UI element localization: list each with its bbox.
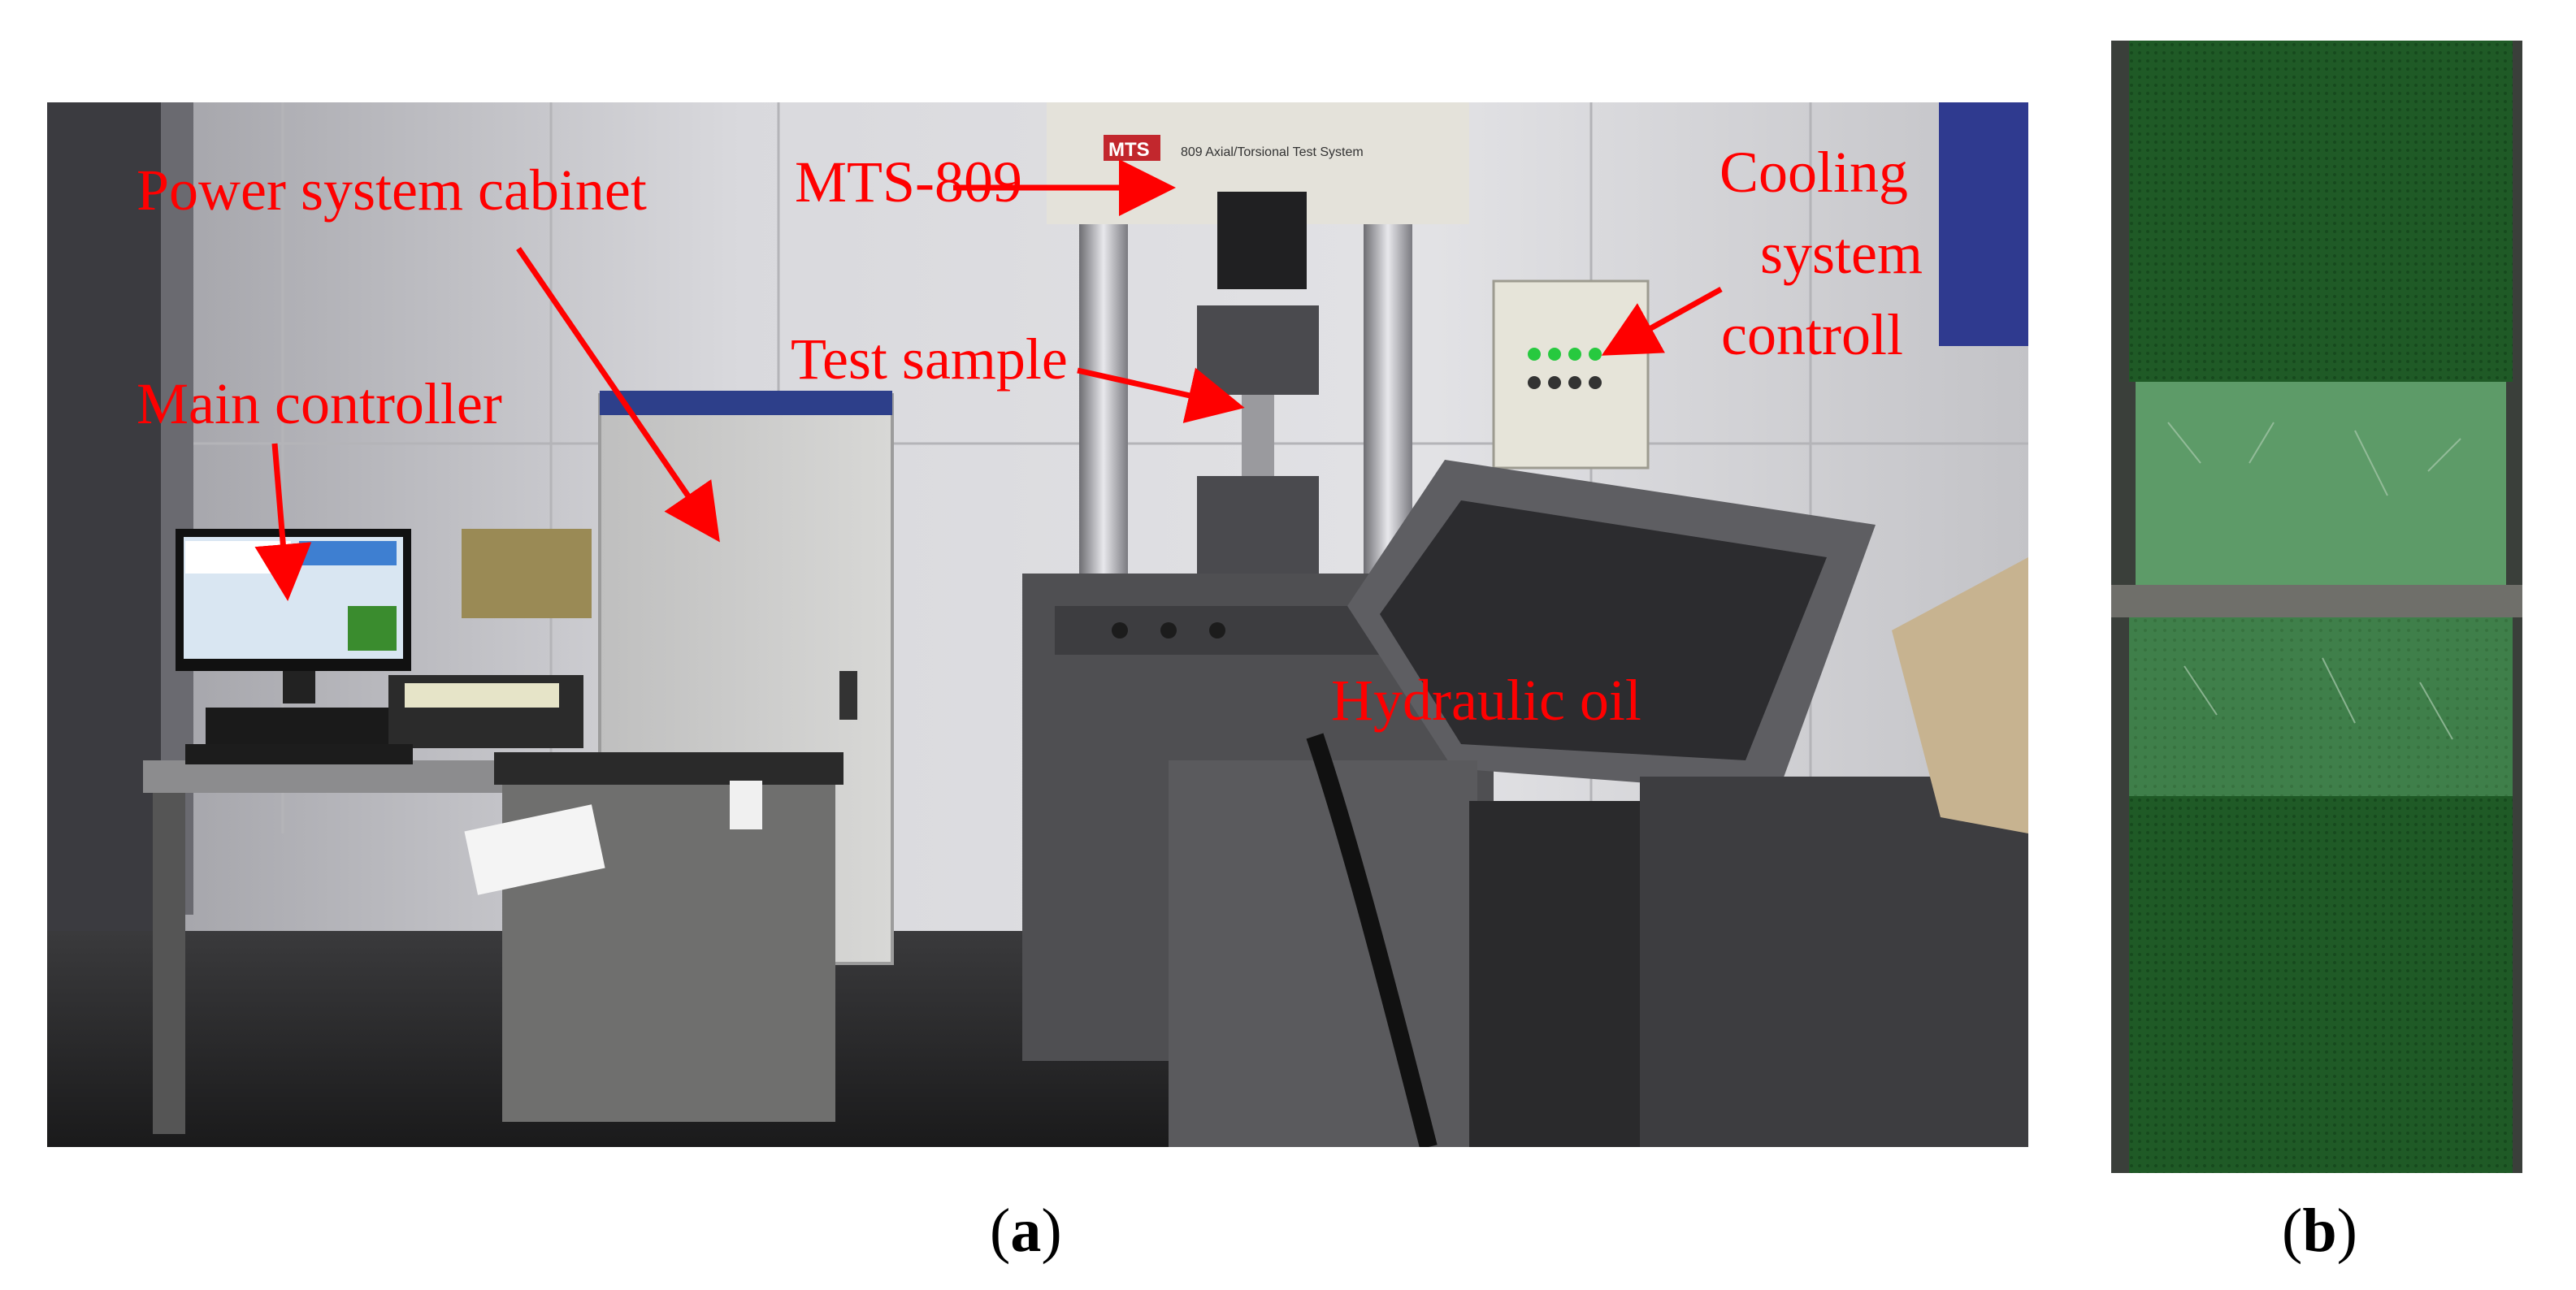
specimen-upper xyxy=(2129,41,2513,382)
label-main-controller: Main controller xyxy=(137,371,502,436)
arrow-test-sample xyxy=(1077,367,1245,423)
mts-subtitle: 809 Axial/Torsional Test System xyxy=(1181,145,1364,159)
lab-photo: MTS 809 Axial/Torsional Test System xyxy=(47,102,2028,1147)
arrow-main-controller xyxy=(254,443,312,601)
label-test-sample: Test sample xyxy=(791,327,1068,392)
lab-photo-scene: MTS 809 Axial/Torsional Test System xyxy=(47,102,2028,1147)
label-cooling-line1: Cooling xyxy=(1720,140,1909,205)
annotation-arrows xyxy=(254,159,1723,601)
specimen-lower xyxy=(2129,796,2513,1173)
hydraulic-unit xyxy=(1169,760,1477,1147)
wall-poster xyxy=(1939,102,2028,346)
label-hydraulic-oil: Hydraulic oil xyxy=(1331,668,1641,733)
caption-a-letter: a xyxy=(1010,1197,1042,1265)
upper-grip xyxy=(1217,192,1307,289)
specimen-photo-scene xyxy=(2111,41,2522,1173)
caption-a: (a) xyxy=(990,1197,1062,1265)
specimen-band-upper xyxy=(2136,382,2506,585)
specimen-band-lower xyxy=(2129,617,2513,796)
label-power-cabinet: Power system cabinet xyxy=(137,158,647,223)
mts-nameplate: MTS xyxy=(1108,139,1150,161)
fracture-gap xyxy=(2111,585,2522,617)
label-cooling-line2: system xyxy=(1760,221,1923,286)
lower-grip xyxy=(1197,476,1319,574)
label-mts: MTS-809 xyxy=(795,149,1023,214)
arrow-cooling xyxy=(1601,286,1723,356)
arrow-power-cabinet xyxy=(516,247,720,543)
specimen-photo xyxy=(2111,41,2522,1173)
test-specimen xyxy=(1242,395,1274,484)
caption-b-letter: b xyxy=(2302,1197,2337,1265)
caption-b: (b) xyxy=(2282,1197,2357,1265)
label-cooling-line3: controll xyxy=(1721,302,1903,367)
